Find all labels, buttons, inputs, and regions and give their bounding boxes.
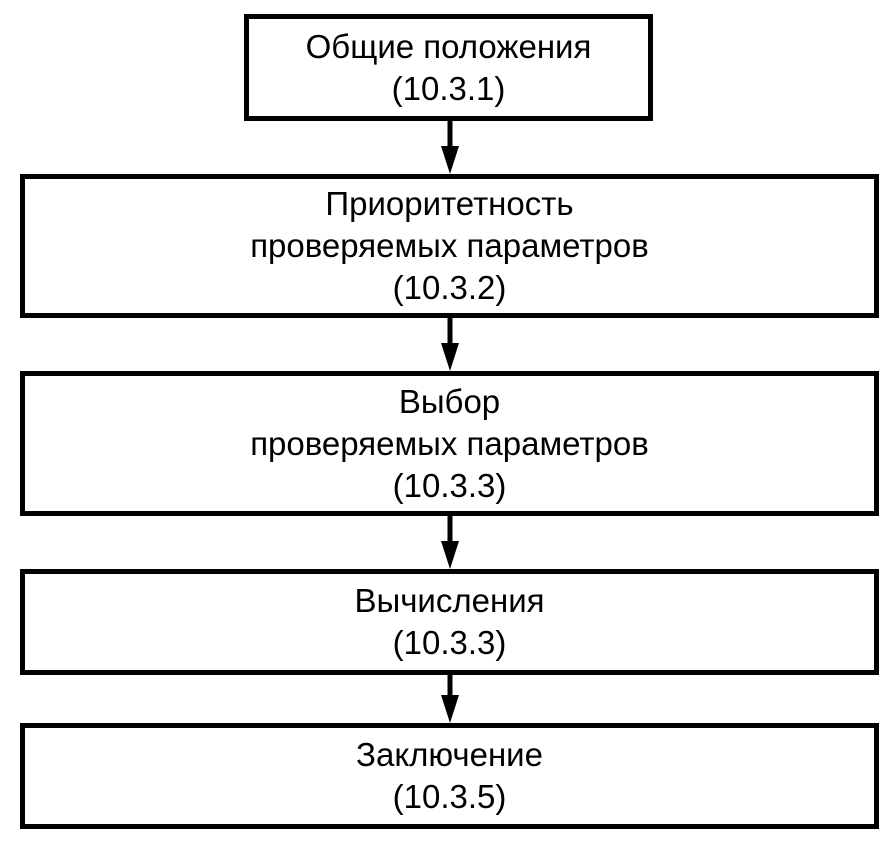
step-reference: (10.3.3) bbox=[392, 466, 507, 504]
step-title: Вычисления bbox=[354, 582, 545, 619]
step-general-provisions: Общие положения (10.3.1) bbox=[244, 14, 653, 121]
step-reference: (10.3.5) bbox=[392, 778, 507, 815]
step-title-line-2: проверяемых параметров bbox=[250, 424, 649, 462]
step-reference: (10.3.1) bbox=[391, 69, 506, 107]
arrow-2-to-3 bbox=[441, 318, 459, 371]
step-parameter-selection: Выбор проверяемых параметров (10.3.3) bbox=[20, 371, 879, 516]
step-calculations: Вычисления (10.3.3) bbox=[20, 569, 879, 675]
arrow-4-to-5 bbox=[441, 675, 459, 723]
step-reference: (10.3.2) bbox=[392, 269, 507, 306]
step-title-line-2: проверяемых параметров bbox=[250, 227, 649, 264]
step-reference: (10.3.3) bbox=[392, 624, 507, 661]
arrow-1-to-2 bbox=[441, 121, 459, 174]
step-parameter-priority: Приоритетность проверяемых параметров (1… bbox=[20, 174, 879, 318]
arrow-3-to-4 bbox=[441, 516, 459, 569]
step-title: Приоритетность bbox=[325, 185, 574, 222]
step-title: Выбор bbox=[398, 382, 501, 420]
step-conclusion: Заключение (10.3.5) bbox=[20, 723, 879, 829]
step-title: Заключение bbox=[356, 736, 543, 773]
step-title: Общие положения bbox=[305, 27, 592, 65]
